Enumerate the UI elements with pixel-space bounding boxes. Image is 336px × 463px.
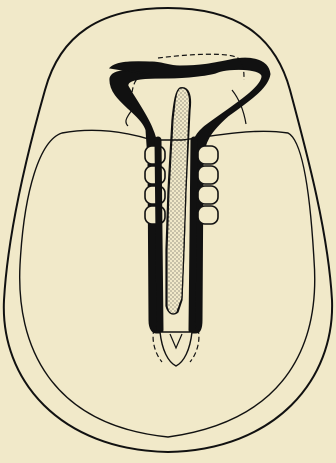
somite-right-3 (198, 186, 218, 204)
notochord-stipple-top (167, 88, 190, 314)
neural-wall-right (192, 140, 194, 330)
head-fold-curve-left (126, 110, 132, 126)
somite-right-1 (198, 146, 218, 164)
somite-right-2 (198, 166, 218, 184)
neural-wall-left (158, 140, 160, 330)
somite-right-4 (198, 206, 218, 224)
